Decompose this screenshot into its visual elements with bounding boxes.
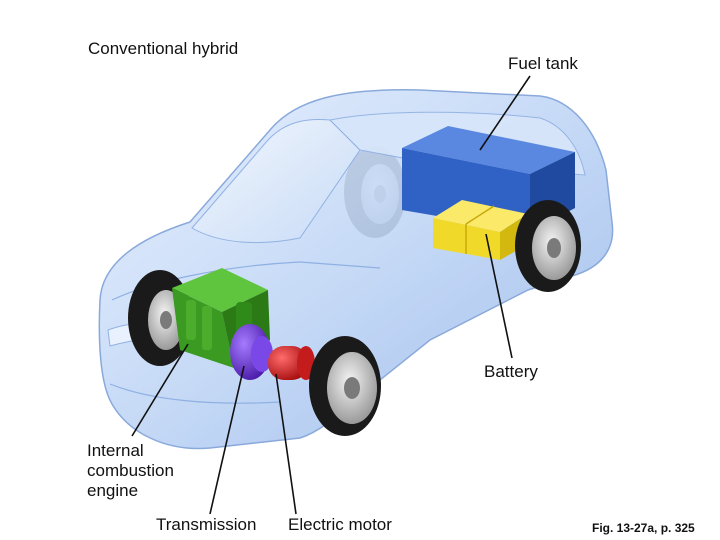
front-right-wheel bbox=[309, 336, 381, 436]
fuel-tank-label: Fuel tank bbox=[508, 54, 578, 73]
engine-leader bbox=[131, 343, 189, 437]
battery-label: Battery bbox=[484, 362, 538, 381]
electric-motor-shape bbox=[268, 346, 315, 380]
figure-caption: Fig. 13-27a, p. 325 bbox=[592, 521, 695, 535]
transmission-leader bbox=[209, 365, 245, 515]
transmission-shape bbox=[230, 324, 273, 380]
battery-leader bbox=[485, 233, 513, 359]
electric-motor-leader bbox=[275, 373, 297, 515]
fuel-tank-leader bbox=[479, 75, 531, 151]
rear-right-wheel bbox=[515, 200, 581, 292]
diagram-title: Conventional hybrid bbox=[88, 39, 239, 58]
transmission-label: Transmission bbox=[156, 515, 257, 534]
engine-label: Internal combustion engine bbox=[87, 441, 174, 500]
electric-motor-label: Electric motor bbox=[288, 515, 392, 534]
